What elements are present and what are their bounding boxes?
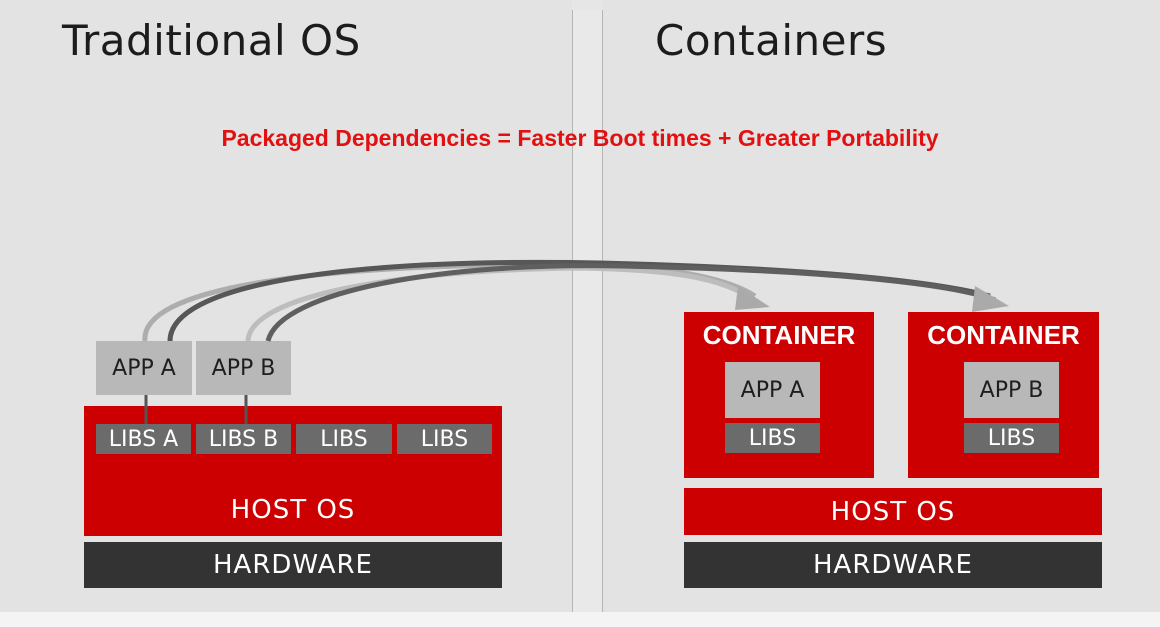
host-os-label-traditional: HOST OS bbox=[230, 495, 356, 525]
hardware-block-containers: HARDWARE bbox=[684, 542, 1102, 588]
app-a-block-traditional: APP A bbox=[96, 341, 192, 395]
container-2-title: CONTAINER bbox=[927, 320, 1080, 350]
arrow-app-b-dark bbox=[265, 263, 996, 342]
traditional-os-title: Traditional OS bbox=[62, 16, 361, 65]
container-1-title: CONTAINER bbox=[702, 320, 856, 350]
container-2-app: APP B bbox=[964, 362, 1059, 418]
containers-title: Containers bbox=[655, 16, 888, 65]
arrow-app-b-light bbox=[245, 265, 752, 342]
bottom-strip bbox=[0, 612, 1160, 627]
panel-divider bbox=[572, 10, 603, 615]
libs-b-block: LIBS B bbox=[196, 424, 291, 454]
libs-block: LIBS bbox=[296, 424, 392, 454]
libs-block: LIBS bbox=[397, 424, 492, 454]
container-2-libs: LIBS bbox=[964, 423, 1059, 453]
host-os-block-containers: HOST OS bbox=[684, 488, 1102, 535]
arrowhead-container-1 bbox=[735, 286, 770, 310]
hardware-block-traditional: HARDWARE bbox=[84, 542, 502, 588]
app-b-block-traditional: APP B bbox=[196, 341, 291, 395]
caption-text: Packaged Dependencies = Faster Boot time… bbox=[221, 125, 939, 151]
libs-a-block: LIBS A bbox=[96, 424, 191, 454]
arrowhead-container-2 bbox=[972, 286, 1009, 312]
container-1-libs: LIBS bbox=[725, 423, 820, 453]
container-1-app: APP A bbox=[725, 362, 820, 418]
